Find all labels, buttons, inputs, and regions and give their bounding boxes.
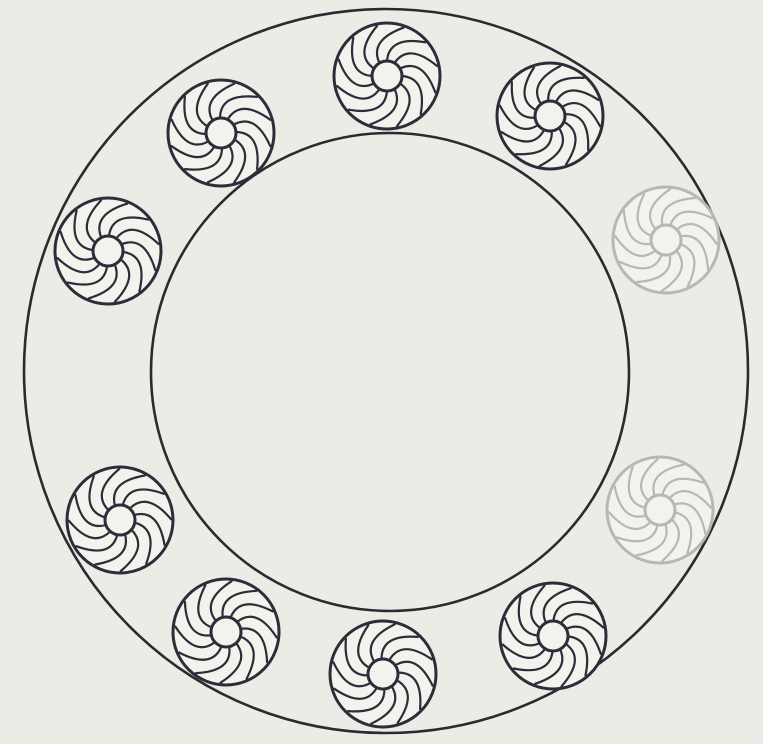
inner-circle (151, 133, 629, 611)
rosette-bottom-right (500, 583, 606, 689)
rosette-left-upper (55, 198, 161, 304)
rosette-hub (372, 61, 402, 91)
rosette-group (55, 23, 719, 727)
rosette-hub (105, 505, 135, 535)
rosette-right-upper (613, 187, 719, 293)
rosette-top (334, 23, 440, 129)
rosette-hub (535, 101, 565, 131)
rosette-hub (93, 236, 123, 266)
rosette-bottom-left (173, 579, 279, 685)
rosette-top-right (497, 63, 603, 169)
rosette-right-lower (607, 457, 713, 563)
rosette-bottom (330, 621, 436, 727)
rosette-top-left (168, 80, 274, 186)
rosette-hub (645, 495, 675, 525)
rosette-hub (206, 118, 236, 148)
rosette-hub (538, 621, 568, 651)
rosette-hub (368, 659, 398, 689)
rosette-left-lower (67, 467, 173, 573)
